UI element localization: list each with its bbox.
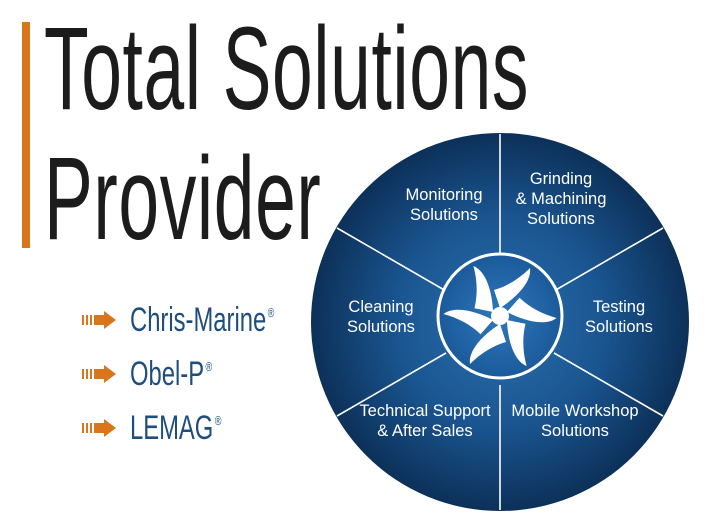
registered-mark: ® bbox=[214, 412, 222, 428]
arrow-right-icon bbox=[82, 311, 116, 329]
brand-name: LEMAG® bbox=[130, 408, 222, 447]
registered-mark: ® bbox=[205, 358, 213, 374]
brand-item-lemag: LEMAG® bbox=[80, 408, 261, 448]
segment-label-line: & Machining bbox=[516, 190, 607, 208]
brand-name: Obel-P® bbox=[130, 354, 213, 393]
arrow-right-icon bbox=[82, 419, 116, 437]
segment-label-line: Technical Support bbox=[359, 402, 491, 420]
accent-bar bbox=[22, 22, 30, 248]
segment-label-line: Testing bbox=[593, 298, 645, 316]
brand-name: Chris-Marine® bbox=[130, 300, 275, 339]
segment-label-line: Solutions bbox=[541, 422, 609, 440]
segment-label-line: Solutions bbox=[585, 318, 653, 336]
page-title-line-2: Provider bbox=[44, 133, 322, 265]
segment-label-line: Mobile Workshop bbox=[511, 402, 638, 420]
segment-dividers bbox=[336, 134, 664, 510]
segment-label-line: Cleaning bbox=[348, 298, 413, 316]
segment-label-line: Monitoring bbox=[405, 186, 482, 204]
segment-label-line: Solutions bbox=[410, 206, 478, 224]
page-title-line-1: Total Solutions bbox=[44, 3, 530, 135]
brand-item-obel-p: Obel-P® bbox=[80, 354, 247, 394]
segment-label-line: Solutions bbox=[347, 318, 415, 336]
registered-mark: ® bbox=[267, 304, 275, 320]
arrow-right-icon bbox=[82, 365, 116, 383]
turbine-swirl-icon bbox=[443, 265, 557, 367]
segment-technical-support-after-sales: Technical Support & After Sales bbox=[359, 402, 491, 440]
segment-label-line: Grinding bbox=[530, 170, 592, 188]
segment-label-line: & After Sales bbox=[377, 422, 472, 440]
segment-label-line: Solutions bbox=[527, 210, 595, 228]
brand-item-chris-marine: Chris-Marine® bbox=[80, 300, 336, 340]
